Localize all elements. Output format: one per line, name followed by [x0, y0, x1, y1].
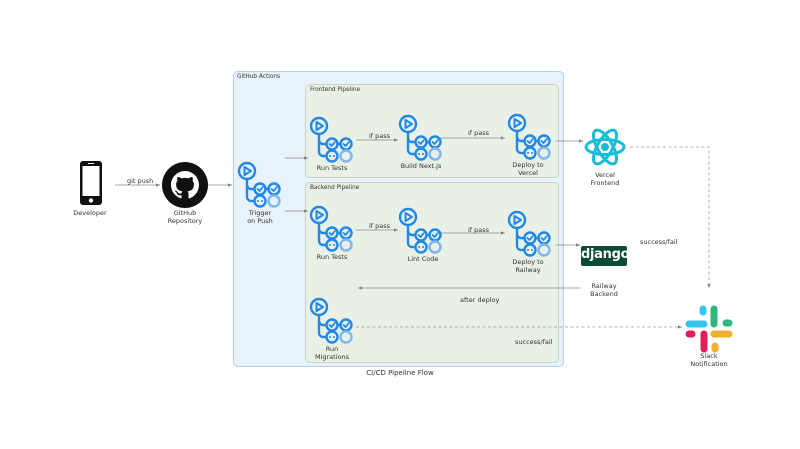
- node-be-deploy-railway[interactable]: [507, 210, 555, 258]
- cluster-title-backend: Backend Pipeline: [310, 185, 360, 191]
- label-fe-deploy-line2: Vercel: [518, 169, 538, 177]
- label-be-deploy-line1: Deploy to: [512, 258, 544, 266]
- github-actions-icon: [309, 116, 353, 163]
- node-slack-notification[interactable]: [685, 305, 733, 353]
- label-railway-line2: Backend: [590, 290, 618, 298]
- label-railway-line1: Railway: [591, 282, 617, 290]
- github-actions-icon: [237, 161, 281, 208]
- node-github-repository[interactable]: [161, 161, 209, 209]
- react-icon: [584, 128, 626, 166]
- label-github-line2: Repository: [167, 217, 203, 225]
- edge-label-be-if-pass-1: if pass: [369, 222, 391, 230]
- edge-label-git-push: git push: [127, 177, 154, 185]
- github-icon: [162, 162, 208, 208]
- django-icon: django: [581, 247, 630, 262]
- node-trigger-on-push[interactable]: [237, 161, 285, 209]
- label-trigger-line1: Trigger: [248, 209, 272, 217]
- edge-label-success-fail-1: success/fail: [640, 238, 678, 246]
- label-vercel-line2: Frontend: [590, 179, 620, 187]
- label-slack-line2: Notification: [690, 360, 728, 368]
- label-migrations-line2: Migrations: [314, 353, 350, 361]
- label-developer: Developer: [73, 209, 107, 217]
- github-actions-icon: [398, 207, 442, 254]
- label-fe-build: Build Next.js: [400, 162, 442, 170]
- label-fe-deploy-line1: Deploy to: [512, 161, 544, 169]
- cluster-title-github-actions: GitHub Actions: [237, 74, 281, 80]
- node-fe-deploy-vercel[interactable]: [507, 113, 555, 161]
- label-be-deploy-line2: Railway: [515, 266, 541, 274]
- label-be-lint: Lint Code: [407, 255, 439, 263]
- node-vercel-frontend[interactable]: [583, 125, 627, 169]
- edge-label-success-fail-2: success/fail: [515, 338, 553, 346]
- github-actions-icon: [507, 210, 551, 257]
- github-actions-icon: [309, 297, 353, 344]
- node-railway-backend[interactable]: django: [581, 246, 630, 266]
- edge-label-after-deploy: after deploy: [460, 296, 500, 304]
- label-slack-line1: Slack: [700, 352, 718, 360]
- github-actions-icon: [309, 205, 353, 252]
- github-actions-icon: [398, 114, 442, 161]
- label-github-line1: GitHub: [173, 209, 197, 217]
- edge-label-fe-if-pass-2: if pass: [468, 129, 490, 137]
- label-trigger-line2: on Push: [247, 217, 273, 225]
- label-vercel-line1: Vercel: [595, 171, 615, 179]
- edge-vercel-to-slack: [630, 146, 711, 288]
- label-fe-run-tests: Run Tests: [316, 164, 348, 172]
- edge-label-fe-if-pass-1: if pass: [369, 132, 391, 140]
- node-be-run-migrations[interactable]: [309, 297, 357, 345]
- node-fe-build-nextjs[interactable]: [398, 114, 446, 162]
- label-migrations-line1: Run: [325, 345, 339, 353]
- slack-icon: [685, 305, 733, 353]
- edge-label-be-if-pass-2: if pass: [468, 226, 490, 234]
- node-fe-run-tests[interactable]: [309, 116, 357, 164]
- node-developer[interactable]: [78, 160, 104, 210]
- mobile-phone-icon: [80, 161, 102, 205]
- node-be-lint-code[interactable]: [398, 207, 446, 255]
- github-actions-icon: [507, 113, 551, 160]
- cluster-title-frontend: Frontend Pipeline: [310, 87, 361, 93]
- diagram-title: CI/CD Pipeline Flow: [366, 369, 434, 377]
- node-be-run-tests[interactable]: [309, 205, 357, 253]
- label-be-run-tests: Run Tests: [316, 253, 348, 261]
